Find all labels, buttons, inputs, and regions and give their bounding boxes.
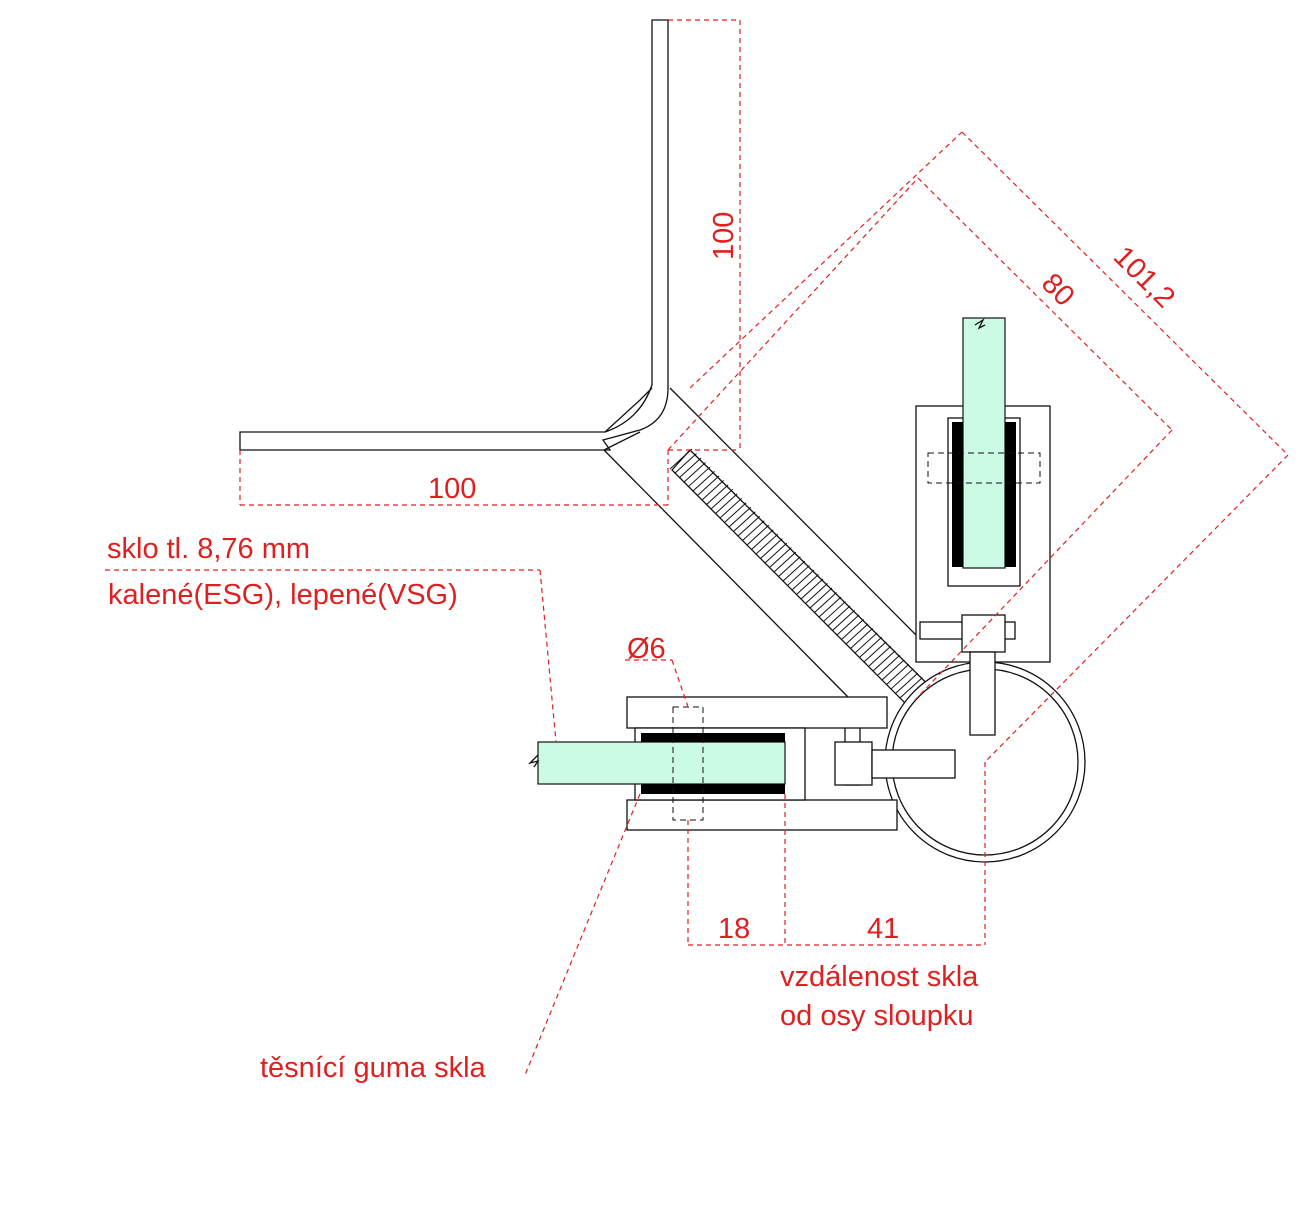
thread-line — [674, 453, 697, 474]
thread-line — [859, 636, 883, 658]
thread-line — [701, 480, 724, 501]
thread-line — [823, 601, 846, 622]
glass-type-label: kalené(ESG), lepené(VSG) — [108, 579, 458, 611]
gasket-label: těsnící guma skla — [260, 1052, 487, 1084]
thread-line — [895, 672, 919, 694]
thread-line — [863, 641, 887, 663]
thread-line — [669, 448, 693, 470]
thread-line — [827, 605, 851, 627]
thread-line — [809, 587, 833, 609]
dim-diagonal-80: 80 — [1035, 267, 1080, 312]
thread-line — [692, 471, 715, 492]
thread-line — [890, 668, 914, 690]
thread-line — [872, 650, 896, 672]
thread-line — [710, 488, 733, 510]
thread-line — [723, 502, 747, 524]
dim-41: 41 — [867, 913, 899, 945]
thread-line — [755, 533, 779, 555]
dim-vertical-100: 100 — [708, 212, 740, 260]
right-glass-pane — [962, 317, 1006, 569]
thread-line — [845, 623, 869, 645]
thread-line — [818, 596, 842, 618]
thread-line — [782, 560, 806, 582]
thread-line — [836, 614, 860, 636]
axis-distance-label-1: vzdálenost skla — [780, 961, 979, 993]
thread-line — [687, 466, 711, 488]
thread-line — [881, 659, 905, 681]
dim-horizontal-100: 100 — [428, 473, 476, 505]
thread-line — [737, 515, 761, 537]
thread-line — [814, 592, 837, 613]
thread-line — [678, 457, 702, 479]
thread-line — [759, 538, 783, 560]
thread-line — [800, 578, 824, 600]
angle-profile — [239, 19, 669, 451]
thread-line — [868, 645, 892, 667]
thread-line — [764, 542, 788, 564]
thread-line — [877, 654, 901, 676]
thread-line — [850, 627, 874, 649]
thread-line — [778, 556, 801, 577]
thread-line — [773, 551, 797, 573]
thread-line — [696, 475, 720, 497]
left-glass-clamp — [527, 696, 898, 831]
thread-line — [796, 574, 819, 595]
dimension-lines — [105, 19, 1289, 1076]
thread-line — [750, 529, 774, 551]
dim-diagonal-101: 101,2 — [1107, 240, 1181, 314]
thread-line — [900, 677, 923, 699]
thread-line — [705, 484, 729, 506]
glass-thickness-label: sklo tl. 8,76 mm — [107, 533, 310, 565]
thread-line — [791, 569, 815, 591]
thread-line — [787, 565, 810, 586]
thread-line — [769, 547, 792, 569]
thread-line — [832, 610, 855, 631]
diagonal-arm — [603, 387, 919, 698]
thread-line — [746, 524, 770, 546]
thread-line — [728, 506, 752, 528]
bolt-diameter-label: Ø6 — [627, 633, 666, 665]
thread-line — [714, 493, 738, 515]
thread-line — [741, 520, 765, 542]
thread-line — [854, 632, 878, 654]
left-glass-pane — [537, 741, 786, 785]
thread-line — [719, 497, 743, 519]
axis-distance-label-2: od osy sloupku — [780, 1000, 973, 1032]
thread-line — [886, 663, 910, 685]
right-glass-clamp — [915, 317, 1051, 663]
thread-line — [683, 462, 706, 483]
thread-line — [805, 583, 828, 604]
dim-18: 18 — [718, 913, 750, 945]
thread-line — [732, 511, 756, 533]
thread-line — [841, 618, 864, 640]
